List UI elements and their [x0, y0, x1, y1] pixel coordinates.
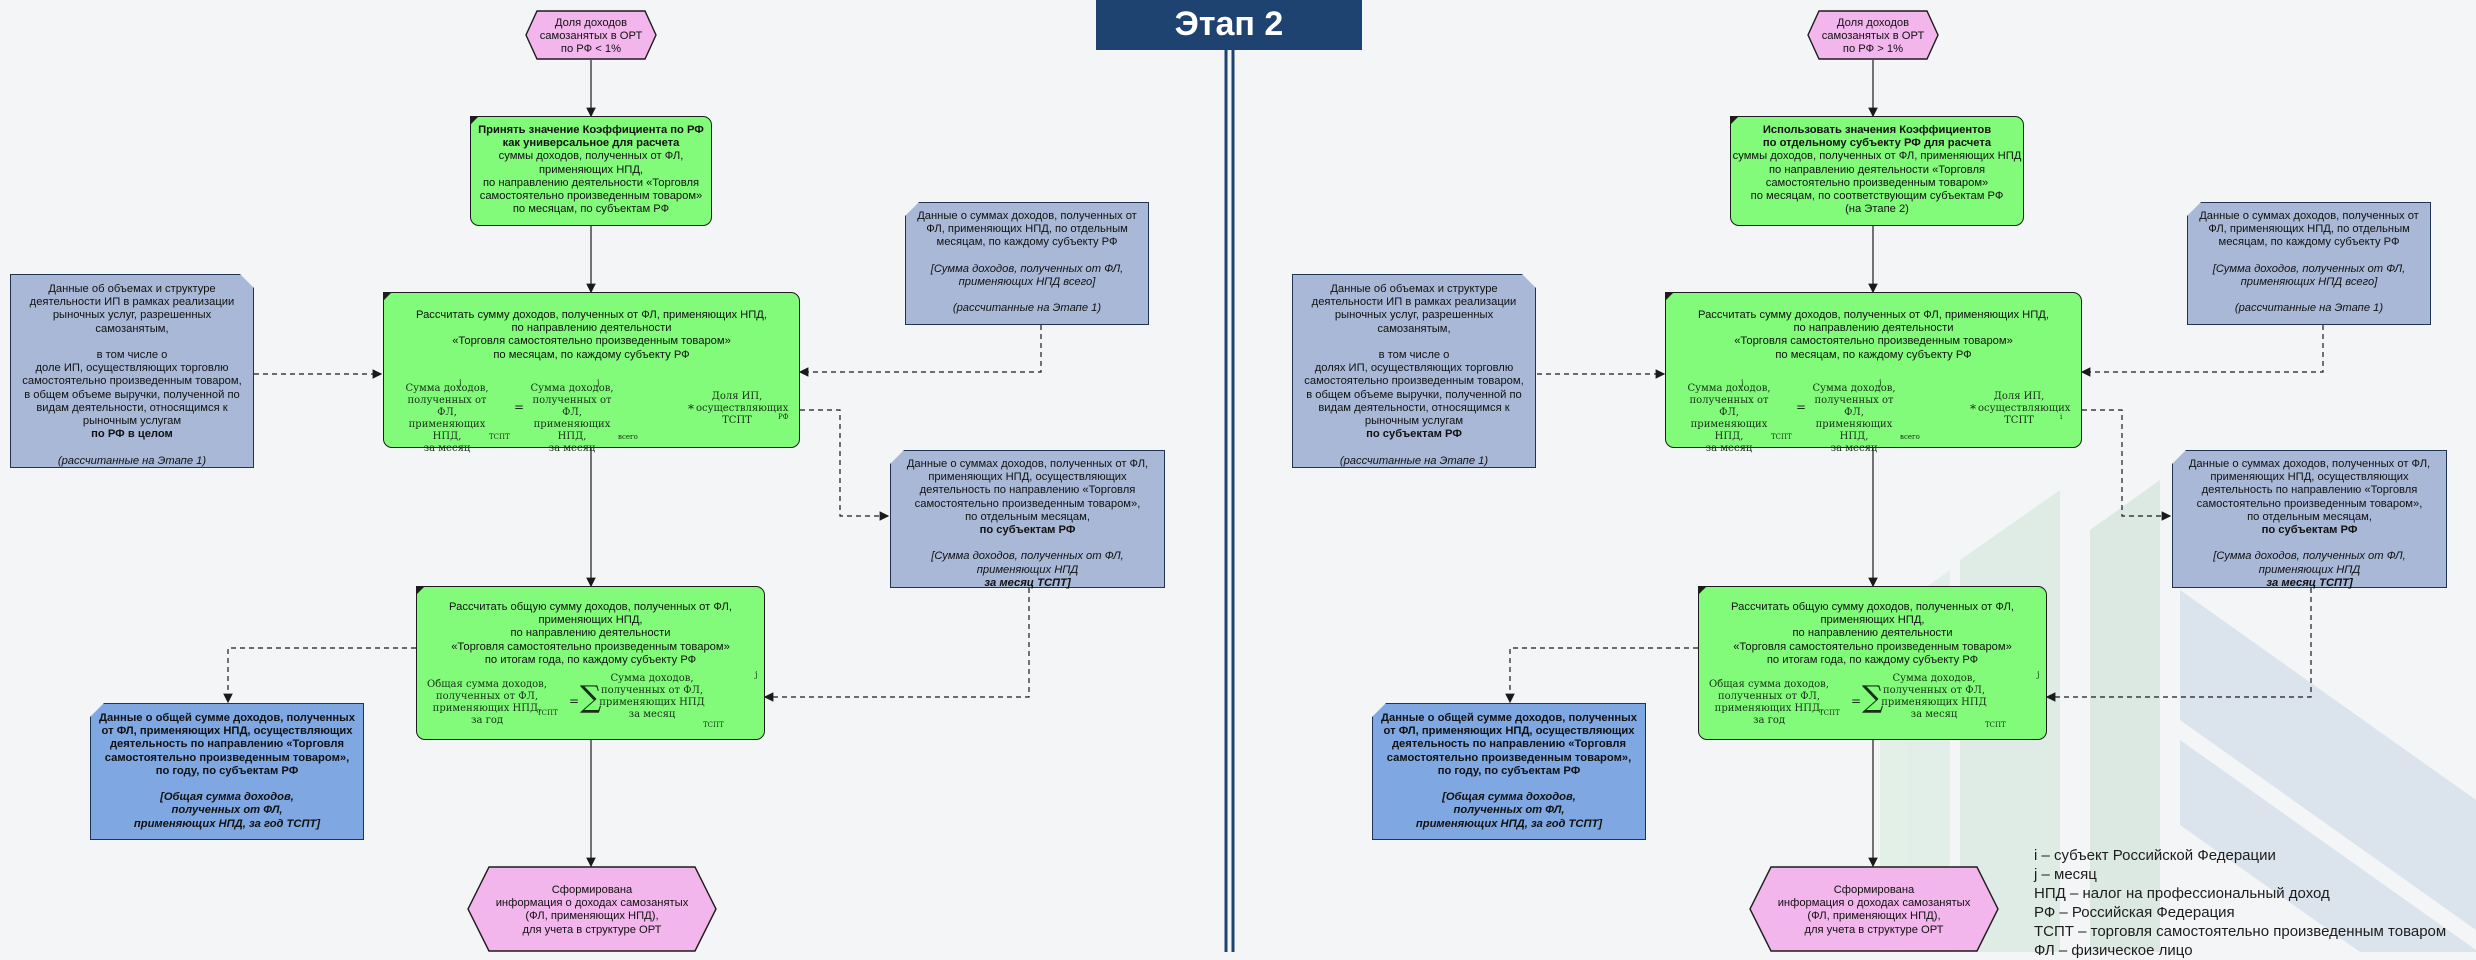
- formula-monthly: Сумма доходов, полученных от ФЛ, применя…: [405, 378, 789, 454]
- legend-item: РФ – Российская Федерация: [2034, 904, 2235, 921]
- stage-title: Этап 2: [1096, 0, 1362, 50]
- input-ip-structure-data: Данные об объемах и структуре деятельнос…: [10, 274, 254, 468]
- legend-item: ФЛ – физическое лицо: [2034, 942, 2193, 959]
- hex-start-left: [525, 10, 657, 60]
- input-monthly-income-data: Данные о суммах доходов, полученных от Ф…: [905, 202, 1149, 325]
- step-calc-annual-income-right: Рассчитать общую сумму доходов, полученн…: [1698, 586, 2047, 740]
- formula-annual: Общая сумма доходов, полученных от ФЛ, п…: [427, 670, 758, 729]
- step-calc-annual-income: Рассчитать общую сумму доходов, полученн…: [416, 586, 765, 740]
- step-use-regional-coefficients: Использовать значения Коэффициентов по о…: [1730, 116, 2024, 226]
- step-calc-monthly-income: Рассчитать сумму доходов, полученных от …: [383, 292, 800, 454]
- legend-item: i – субъект Российской Федерации: [2034, 847, 2276, 864]
- output-monthly-tspt-income: Данные о суммах доходов, полученных от Ф…: [890, 450, 1165, 589]
- hex-start-right-text: Доля доходов самозанятых в ОРТ по РФ > 1…: [1821, 17, 1925, 56]
- output-annual-income-right: Данные о общей сумме доходов, полученных…: [1372, 703, 1646, 840]
- hex-end-right-text: Сформирована информация о доходах самоза…: [1777, 884, 1971, 936]
- formula-monthly-right: Сумма доходов, полученных от ФЛ, применя…: [1687, 378, 2071, 454]
- step-calc-monthly-income-right: Рассчитать сумму доходов, полученных от …: [1665, 292, 2082, 454]
- input-ip-structure-data-right: Данные об объемах и структуре деятельнос…: [1292, 274, 1536, 468]
- legend: i – субъект Российской Федерации j – мес…: [2034, 846, 2446, 960]
- output-monthly-tspt-income-right: Данные о суммах доходов, полученных от Ф…: [2172, 450, 2447, 589]
- step-accept-coefficient: Принять значение Коэффициента по РФ как …: [470, 116, 712, 226]
- hex-end-left: [467, 866, 717, 952]
- hex-end-right: [1749, 866, 1999, 952]
- watermark-logo-icon: [1880, 480, 2476, 952]
- hex-end-left-text: Сформирована информация о доходах самоза…: [495, 884, 689, 936]
- hex-start-left-text: Доля доходов самозанятых в ОРТ по РФ < 1…: [539, 17, 643, 56]
- legend-item: ТСПТ – торговля самостоятельно произведе…: [2034, 923, 2447, 940]
- formula-annual-right: Общая сумма доходов, полученных от ФЛ, п…: [1709, 670, 2040, 729]
- input-monthly-income-data-right: Данные о суммах доходов, полученных от Ф…: [2187, 202, 2431, 325]
- legend-item: j – месяц: [2034, 866, 2097, 883]
- output-annual-income: Данные о общей сумме доходов, полученных…: [90, 703, 364, 840]
- hex-start-right: [1807, 10, 1939, 60]
- legend-item: НПД – налог на профессиональный доход: [2034, 885, 2330, 902]
